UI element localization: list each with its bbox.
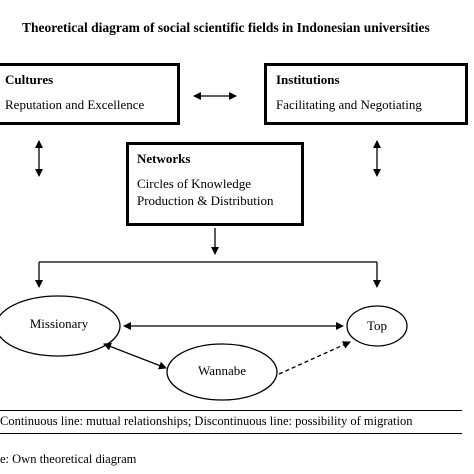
source-note: e: Own theoretical diagram <box>0 452 137 466</box>
wannabe-top-dashed-arrow <box>278 341 351 375</box>
diagram-title: Theoretical diagram of social scientific… <box>22 20 430 35</box>
missionary-wannabe-arrow <box>103 342 167 370</box>
networks-box: Networks Circles of Knowledge Production… <box>126 142 304 226</box>
legend: Continuous line: mutual relationships; D… <box>0 410 462 434</box>
cultures-box: Cultures Reputation and Excellence <box>0 63 180 125</box>
networks-heading: Networks <box>137 151 191 166</box>
cultures-heading: Cultures <box>5 72 54 87</box>
missionary-label: Missionary <box>29 316 89 331</box>
institutions-heading: Institutions <box>276 72 340 87</box>
networks-text-line2: Production & Distribution <box>137 193 274 208</box>
institutions-text: Facilitating and Negotiating <box>276 97 422 112</box>
institutions-box: Institutions Facilitating and Negotiatin… <box>264 63 468 125</box>
wannabe-oval <box>166 343 278 401</box>
top-oval <box>346 305 408 347</box>
missionary-oval <box>0 295 121 357</box>
top-label: Top <box>366 318 388 333</box>
networks-text-line1: Circles of Knowledge <box>137 176 252 191</box>
wannabe-label: Wannabe <box>197 363 247 378</box>
cultures-text: Reputation and Excellence <box>5 97 145 112</box>
